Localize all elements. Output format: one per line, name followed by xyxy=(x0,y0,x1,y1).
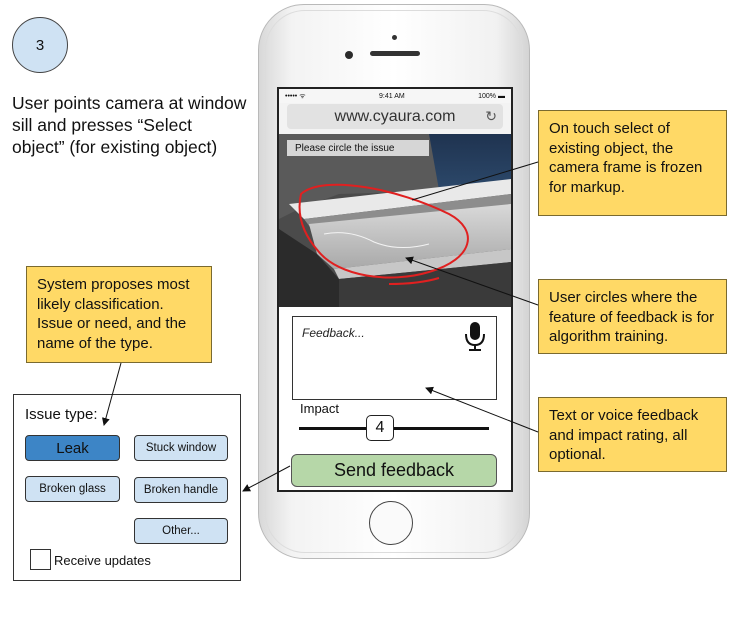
receive-updates-checkbox[interactable] xyxy=(30,549,51,570)
option-leak[interactable]: Leak xyxy=(25,435,120,461)
status-time: 9:41 AM xyxy=(379,92,405,100)
window-sill-photo xyxy=(279,134,511,307)
impact-slider-track[interactable] xyxy=(299,427,489,430)
receive-updates-label: Receive updates xyxy=(54,553,151,568)
front-camera xyxy=(345,51,353,59)
step-number-badge: 3 xyxy=(12,17,68,73)
carrier-signal: ••••• ᯤ xyxy=(285,92,306,100)
photo-prompt: Please circle the issue xyxy=(287,140,429,156)
note-classification: System proposes most likely classificati… xyxy=(26,266,212,363)
option-other[interactable]: Other... xyxy=(134,518,228,544)
speaker-grille xyxy=(370,51,420,56)
step-number: 3 xyxy=(35,36,45,54)
send-feedback-button[interactable]: Send feedback xyxy=(291,454,497,487)
step-description: User points camera at window sill and pr… xyxy=(12,93,247,157)
option-stuck-window[interactable]: Stuck window xyxy=(134,435,228,461)
option-broken-handle[interactable]: Broken handle xyxy=(134,477,228,503)
frozen-camera-frame[interactable]: Please circle the issue xyxy=(279,134,511,307)
sensor-dot xyxy=(392,35,397,40)
microphone-icon[interactable] xyxy=(461,320,489,352)
impact-label: Impact xyxy=(300,401,340,416)
reload-icon[interactable]: ↻ xyxy=(485,108,497,124)
note-circle-feature: User circles where the feature of feedba… xyxy=(538,279,727,354)
impact-slider-thumb[interactable]: 4 xyxy=(366,415,394,441)
home-button[interactable] xyxy=(369,501,413,545)
issue-type-title: Issue type: xyxy=(25,406,98,423)
phone-screen: ••••• ᯤ 9:41 AM 100% ▬ www.cyaura.com ↻ xyxy=(277,87,513,492)
url-text: www.cyaura.com xyxy=(334,107,456,125)
url-bar[interactable]: www.cyaura.com ↻ xyxy=(287,104,503,129)
feedback-input[interactable]: Feedback... xyxy=(292,316,497,400)
option-broken-glass[interactable]: Broken glass xyxy=(25,476,120,502)
feedback-placeholder: Feedback... xyxy=(302,326,365,340)
note-text-voice-feedback: Text or voice feedback and impact rating… xyxy=(538,397,727,472)
battery-status: 100% ▬ xyxy=(478,92,505,100)
issue-type-panel: Issue type: Leak Stuck window Broken gla… xyxy=(13,394,241,581)
note-frozen-frame: On touch select of existing object, the … xyxy=(538,110,727,216)
status-bar: ••••• ᯤ 9:41 AM 100% ▬ xyxy=(279,89,511,103)
